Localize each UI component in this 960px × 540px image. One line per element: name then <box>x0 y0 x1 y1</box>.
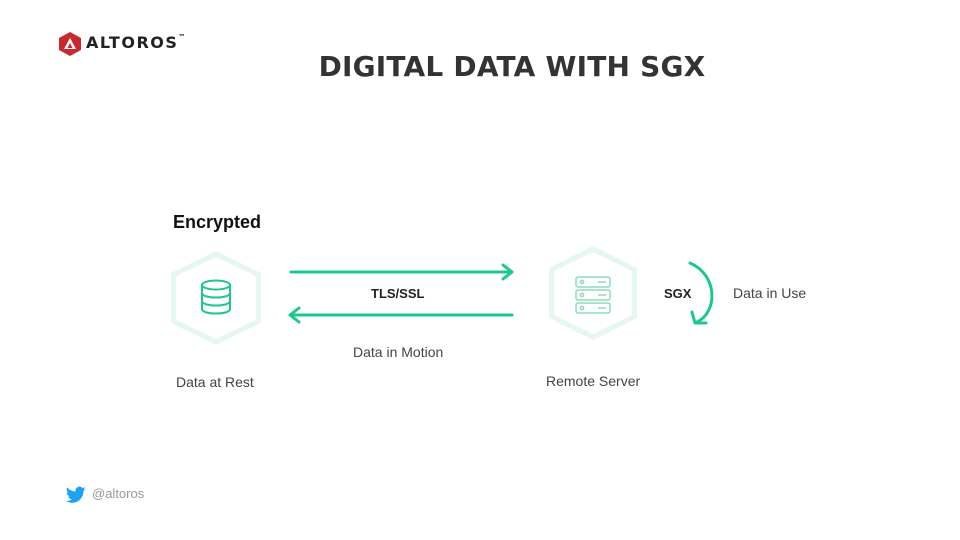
altoros-logo: ALTOROS™ <box>57 31 217 57</box>
page-title: DIGITAL DATA WITH SGX <box>318 50 706 83</box>
altoros-logo-icon <box>59 32 81 56</box>
tls-ssl-label: TLS/SSL <box>371 286 425 301</box>
twitter-bird-icon <box>66 486 86 503</box>
twitter-handle: @altoros <box>92 486 145 501</box>
data-in-motion-label: Data in Motion <box>353 344 444 360</box>
arrow-left <box>288 306 514 324</box>
logo-wordmark: ALTOROS™ <box>86 33 186 52</box>
sgx-cycle-arrow <box>688 261 714 325</box>
remote-server-label: Remote Server <box>546 373 641 389</box>
data-at-rest-label: Data at Rest <box>176 374 254 390</box>
arrow-right <box>289 263 514 281</box>
data-in-use-label: Data in Use <box>733 285 807 301</box>
encrypted-heading: Encrypted <box>173 212 262 232</box>
sgx-label: SGX <box>664 286 692 301</box>
server-icon <box>575 276 611 314</box>
database-icon <box>201 279 231 315</box>
remote-server-hexagon <box>549 246 637 340</box>
